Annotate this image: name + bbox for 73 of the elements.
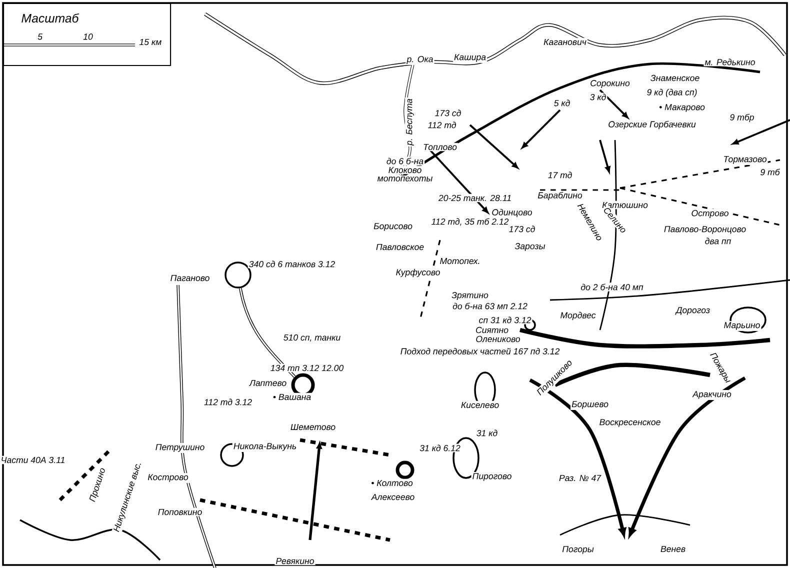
- map-label: • Вашана: [272, 392, 312, 402]
- map-label: Олениково: [474, 334, 522, 344]
- map-label: Петрушино: [154, 443, 206, 453]
- map-label: Кострово: [146, 473, 190, 483]
- scale-number: 10: [83, 34, 93, 40]
- map-label: мотопехоты: [376, 176, 434, 182]
- map-label: Дорогоз: [674, 306, 712, 316]
- map-label: Озерские Горбачевки: [607, 120, 697, 130]
- map-label: 31 кд: [475, 428, 499, 438]
- map-label: 9 тб: [759, 168, 781, 176]
- map-label: 9 кд (два сп): [646, 88, 698, 98]
- map-label: 9 тбр: [728, 112, 756, 124]
- map-label: • Макарово: [658, 103, 706, 113]
- map-label: Сиятно: [474, 326, 510, 334]
- map-label: Тормазово: [722, 155, 768, 165]
- map-label: Топлово: [422, 142, 458, 152]
- map-label: 173 сд: [434, 108, 462, 118]
- map-label: Ревякино: [274, 556, 316, 566]
- map-label: Поповкино: [156, 508, 204, 516]
- map-label: Павловское: [374, 242, 426, 252]
- map-label: Знаменское: [649, 74, 701, 82]
- map-label: Мотопех.: [438, 256, 482, 266]
- scale-title: Масштаб: [22, 13, 80, 23]
- map-label: 31 кд 6.12: [418, 444, 462, 452]
- map-label: 112 тд 3.12: [202, 398, 254, 406]
- map-label: Зрятино: [450, 290, 490, 302]
- map-label: Киселево: [460, 400, 500, 410]
- map-label: Алексеево: [370, 492, 416, 502]
- map-label: Погоры: [561, 545, 595, 555]
- map-label: Шеметово: [289, 422, 337, 432]
- map-label: Паганово: [169, 274, 211, 282]
- map-label: 173 сд: [508, 224, 536, 234]
- map-label: Острово: [690, 208, 730, 220]
- map-label: Венев: [659, 544, 687, 554]
- map-label: м. Редькино: [704, 58, 756, 66]
- map-label: до 2 б-на 40 мп: [580, 282, 644, 292]
- map-label: Сорокино: [589, 78, 631, 90]
- map-label: • Колтово: [370, 478, 414, 488]
- map-label: Подход передовых частей 167 пд 3.12: [399, 346, 561, 358]
- map-label: Части 40А 3.11: [0, 456, 66, 464]
- map-label: 17 тд: [546, 170, 574, 180]
- scale-number: 15 км: [139, 38, 162, 46]
- scale-number: 5: [38, 34, 42, 40]
- map-label: Борисово: [372, 222, 414, 232]
- map-label: Курфусово: [394, 268, 442, 278]
- map-label: 112 тд: [426, 120, 458, 130]
- map-label: Каганович: [542, 38, 588, 46]
- map-label: 112 тд, 35 тб 2.12: [430, 217, 510, 227]
- map-label: Одинцово: [490, 208, 534, 218]
- map-label: 134 тп 3.12 12.00: [269, 364, 345, 372]
- map-label: р. Ока: [406, 54, 434, 66]
- unit-circle: [396, 460, 414, 480]
- map-label: до 6 б-на: [385, 156, 425, 166]
- map-label: Павлово-Воронцово: [662, 225, 748, 235]
- map-label: 20-25 танк. 28.11: [437, 194, 513, 202]
- map-label: Пирогово: [471, 472, 513, 482]
- map-label: Бараблино: [536, 190, 584, 202]
- map-label: Клоково: [387, 166, 423, 174]
- map-label: Марьино: [722, 321, 762, 331]
- map-label: 340 сд 6 танков 3.12: [248, 260, 336, 268]
- map-label: 510 сп, танки: [282, 333, 342, 343]
- march-route: [238, 288, 296, 378]
- map-label: Зарозы: [514, 242, 546, 252]
- map-label: Лаптево: [248, 378, 288, 388]
- map-label: Аракчино: [692, 390, 732, 400]
- map-label: два пп: [704, 236, 732, 246]
- map-label: сп 31 кд 3.12: [478, 316, 532, 324]
- map-label: 3 кд: [588, 92, 608, 102]
- map-label: Мордвес: [559, 310, 597, 322]
- map-label: Никола-Выкунь: [232, 442, 298, 452]
- map-label: 5 кд: [552, 98, 572, 108]
- map-label: р. Беспута: [405, 98, 415, 146]
- map-label: Кашира: [452, 53, 488, 63]
